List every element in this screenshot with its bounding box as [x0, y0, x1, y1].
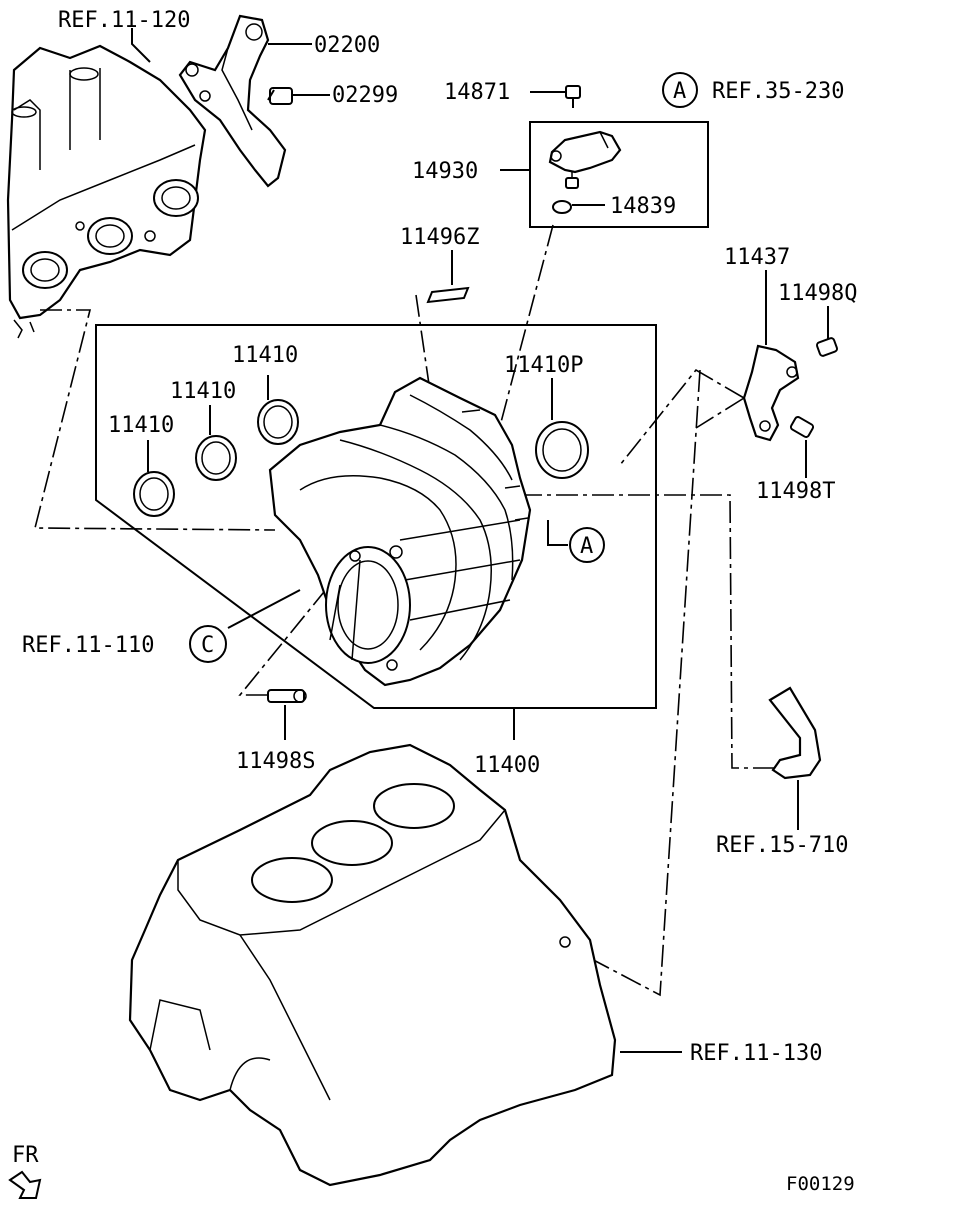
hose-drawing — [768, 686, 822, 780]
sensor-14930-drawing — [548, 130, 622, 214]
alignment-lines — [33, 224, 775, 997]
callout-letter-a-top: A — [673, 79, 686, 104]
label-ref-11-120[interactable]: REF.11-120 — [58, 8, 190, 33]
gasket-11496z-drawing — [426, 286, 470, 304]
label-part-11496z[interactable]: 11496Z — [400, 225, 479, 250]
label-ref-11-110[interactable]: REF.11-110 — [22, 633, 154, 658]
label-ref-11-130[interactable]: REF.11-130 — [690, 1041, 822, 1066]
label-part-14871[interactable]: 14871 — [444, 80, 510, 105]
label-part-11410-a[interactable]: 11410 — [232, 343, 298, 368]
gasket-rings-11410-drawing — [133, 399, 589, 517]
bolt-02299-drawing — [267, 87, 293, 105]
front-direction-arrow — [8, 1170, 42, 1199]
callout-letter-a-mid: A — [580, 534, 593, 559]
leader-lines — [131, 28, 829, 1053]
label-part-11498s[interactable]: 11498S — [236, 749, 315, 774]
bolt-11498t-drawing — [789, 416, 815, 438]
cylinder-head-drawing — [6, 44, 207, 339]
bolt-11498s-drawing — [267, 689, 307, 703]
label-ref-15-710[interactable]: REF.15-710 — [716, 833, 848, 858]
callout-circle-a-top — [662, 72, 698, 108]
label-part-02200[interactable]: 02200 — [314, 33, 380, 58]
callout-letter-c: C — [201, 633, 214, 658]
label-part-14930[interactable]: 14930 — [412, 159, 478, 184]
bracket-02200-drawing — [178, 14, 287, 188]
figure-code: F00129 — [786, 1173, 855, 1195]
assembly-boundary-box — [95, 324, 657, 709]
label-part-11400[interactable]: 11400 — [474, 753, 540, 778]
callout-circle-c — [189, 625, 227, 663]
label-front-direction: FR — [12, 1143, 39, 1168]
label-part-11498q[interactable]: 11498Q — [778, 281, 857, 306]
label-part-11410-c[interactable]: 11410 — [108, 413, 174, 438]
label-part-11410-b[interactable]: 11410 — [170, 379, 236, 404]
label-part-11437[interactable]: 11437 — [724, 245, 790, 270]
callout-circle-a-mid — [569, 527, 605, 563]
sensor-group-box — [529, 121, 709, 228]
bracket-11437-drawing — [742, 344, 800, 442]
intake-manifold-11400-drawing — [268, 376, 532, 687]
bolt-11498q-drawing — [815, 337, 839, 357]
cylinder-block-drawing — [128, 743, 617, 1187]
label-part-11498t[interactable]: 11498T — [756, 479, 835, 504]
label-ref-35-230[interactable]: REF.35-230 — [712, 79, 844, 104]
label-part-02299[interactable]: 02299 — [332, 83, 398, 108]
bolt-14871-drawing — [565, 85, 581, 108]
label-part-14839[interactable]: 14839 — [610, 194, 676, 219]
label-part-11410p[interactable]: 11410P — [504, 353, 583, 378]
